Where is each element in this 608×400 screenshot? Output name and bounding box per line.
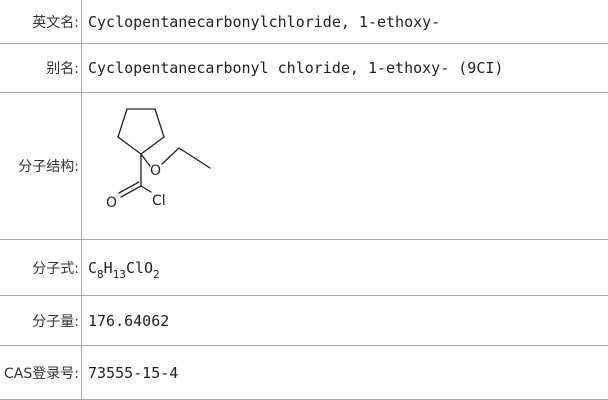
row-cas-number: CAS登录号: 73555-15-4 [0,346,608,400]
alias-value: Cyclopentanecarbonyl chloride, 1-ethoxy-… [82,44,608,93]
formula-element-h: H [104,259,113,277]
ethyl-bond [179,148,210,168]
cas-number-value: 73555-15-4 [82,346,608,400]
cas-number-label: CAS登录号: [0,346,82,400]
molecular-structure-label: 分子结构: [0,93,82,240]
molecular-formula-label: 分子式: [0,240,82,296]
carbonyl-oxygen-label: O [106,195,117,211]
molecular-structure-cell: O O Cl [82,93,608,240]
carbonyl-double-bond [119,182,139,193]
formula-element-c: C [88,259,97,277]
ether-bond [141,154,150,166]
english-name-value: Cyclopentanecarbonylchloride, 1-ethoxy- [82,0,608,44]
ring-bond [118,109,127,137]
ring-bond [155,109,164,137]
formula-element-clo: ClO [126,259,153,277]
molecular-formula-value: C8H13ClO2 [82,240,608,296]
carbonyl-double-bond [121,186,141,197]
ether-oxygen-label: O [150,163,161,179]
row-molecular-structure: 分子结构: [0,93,608,240]
formula-subscript-o: 2 [153,268,160,281]
formula-subscript-h: 13 [113,268,126,281]
english-name-label: 英文名: [0,0,82,44]
acyl-chloride-bond [141,186,151,192]
row-alias: 别名: Cyclopentanecarbonyl chloride, 1-eth… [0,44,608,93]
row-molecular-weight: 分子量: 176.64062 [0,296,608,346]
ethyl-bond [162,148,179,164]
row-english-name: 英文名: Cyclopentanecarbonylchloride, 1-eth… [0,0,608,44]
ring-bond [141,137,164,154]
alias-label: 别名: [0,44,82,93]
molecular-weight-value: 176.64062 [82,296,608,346]
chlorine-label: Cl [152,193,166,209]
row-molecular-formula: 分子式: C8H13ClO2 [0,240,608,296]
molecular-weight-label: 分子量: [0,296,82,346]
molecular-structure-diagram: O O Cl [92,96,222,236]
ring-bond [118,137,141,154]
formula-subscript-c: 8 [97,268,104,281]
